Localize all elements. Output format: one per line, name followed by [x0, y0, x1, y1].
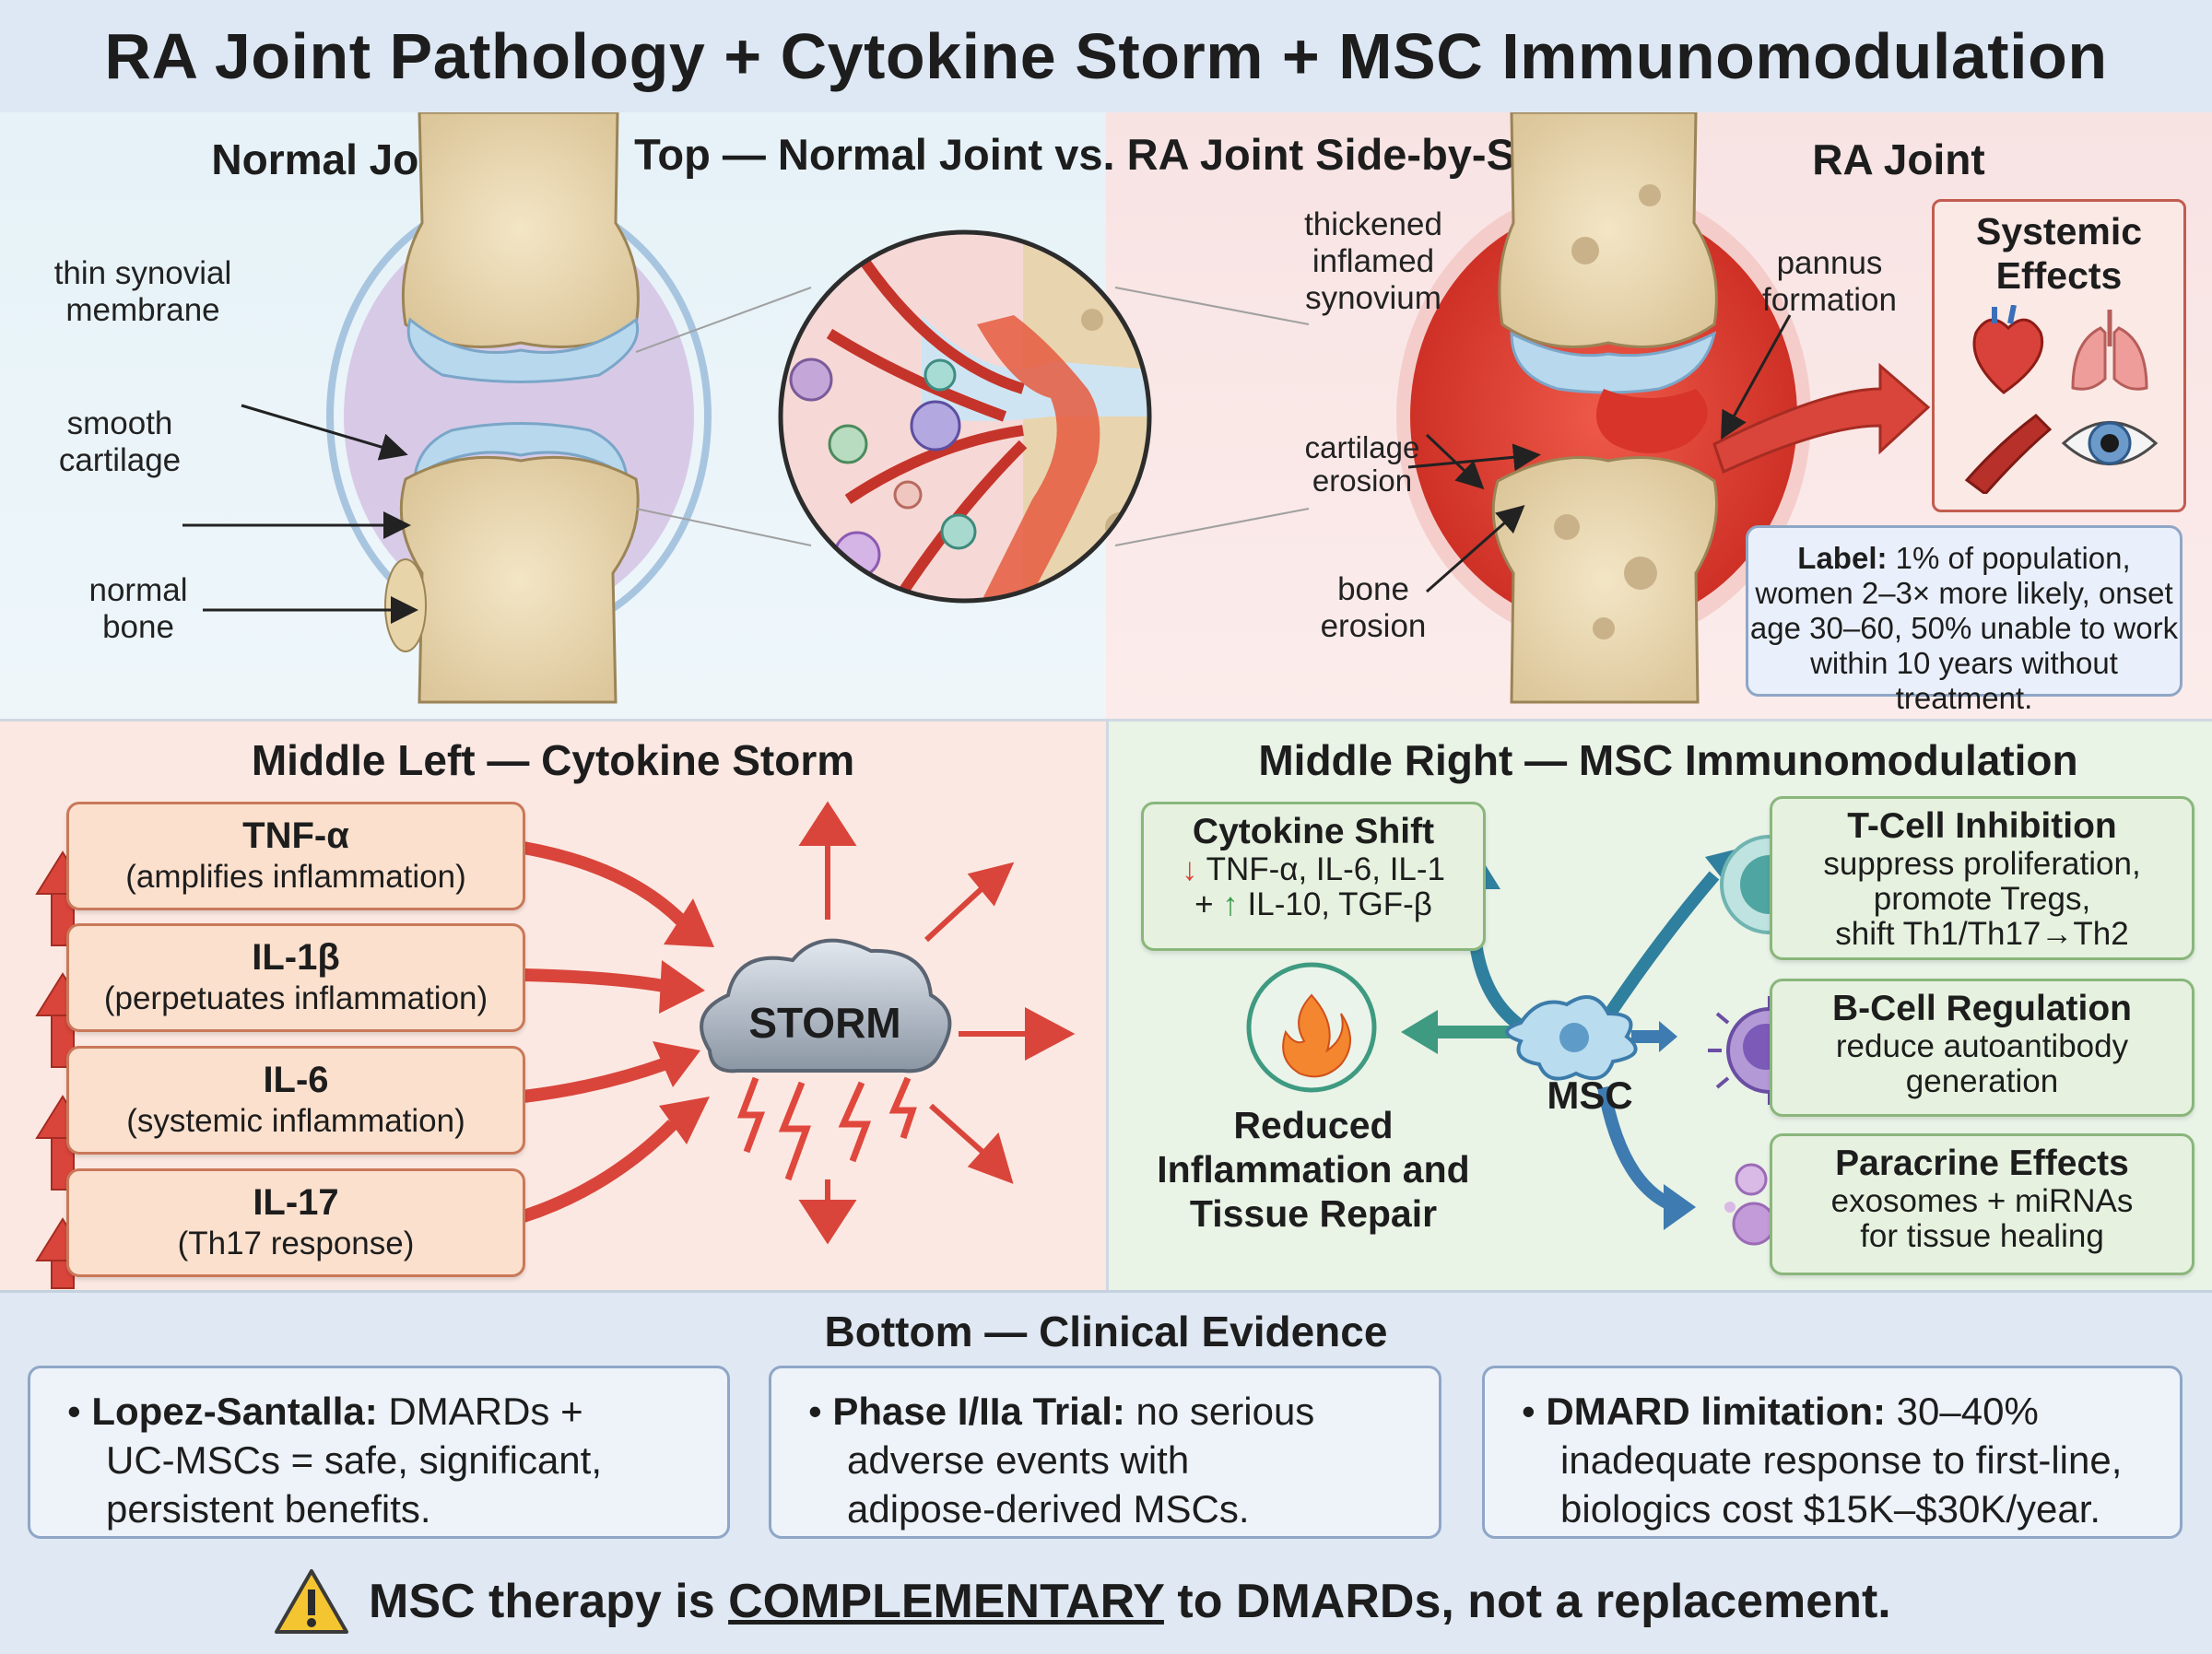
- warning-banner: MSC therapy is COMPLEMENTARY to DMARDs, …: [273, 1566, 1932, 1636]
- b-cell-title: B-Cell Regulation: [1831, 989, 2132, 1028]
- lungs-icon: [2071, 310, 2148, 391]
- converging-arrows: [521, 841, 687, 1223]
- b-cell-regulation-box: B-Cell Regulation reduce autoantibody ge…: [1770, 979, 2194, 1117]
- fire-icon: [1246, 962, 1377, 1093]
- evidence-card-lopez-santalla: • Lopez-Santalla: DMARDs + UC-MSCs = saf…: [28, 1366, 730, 1539]
- t-cell-inhibition-box: T-Cell Inhibition suppress proliferation…: [1770, 796, 2194, 960]
- msc-center-label: MSC: [1547, 1073, 1633, 1117]
- down-arrow-icon: ↓: [1181, 851, 1198, 887]
- evidence-card-phase-trial: • Phase I/IIa Trial: no serious adverse …: [769, 1366, 1441, 1539]
- cytokine-storm-heading: Middle Left — Cytokine Storm: [251, 736, 855, 784]
- cytokine-shift-up: IL-10, TGF-β: [1247, 886, 1432, 922]
- msc-cell-icon: [1505, 995, 1638, 1081]
- evidence-card-dmard-limitation: • DMARD limitation: 30–40% inadequate re…: [1482, 1366, 2183, 1539]
- warning-icon: [275, 1569, 348, 1634]
- ra-joint-drawing: [1396, 112, 1931, 704]
- eye-icon: [2061, 421, 2159, 465]
- radiating-arrows: [798, 801, 1076, 1245]
- prevalence-stat-box: Label: 1% of population, women 2–3× more…: [1746, 525, 2183, 715]
- t-cell-title: T-Cell Inhibition: [1847, 806, 2117, 846]
- heart-icon: [1972, 305, 2044, 394]
- cytokine-shift-box: Cytokine Shift ↓ TNF-α, IL-6, IL-1 + ↑ I…: [1141, 802, 1486, 951]
- cytokine-card-il-6: IL-6(systemic inflammation): [66, 1046, 525, 1155]
- warning-text: MSC therapy is COMPLEMENTARY to DMARDs, …: [369, 1575, 1891, 1628]
- cytokine-card-il-1beta: IL-1β(perpetuates inflammation): [66, 923, 525, 1032]
- stat-text: 1% of population, women 2–3× more likely…: [1749, 541, 2179, 715]
- clinical-evidence-heading: Bottom — Clinical Evidence: [824, 1308, 1388, 1355]
- up-arrow-icon: ↑: [1222, 886, 1239, 922]
- stat-label: Label:: [1797, 541, 1888, 575]
- cytokine-card-il-17: IL-17(Th17 response): [66, 1168, 525, 1277]
- normal-joint-drawing: [182, 112, 712, 704]
- cytokine-shift-title: Cytokine Shift: [1192, 812, 1435, 851]
- paracrine-effects-box: Paracrine Effects exosomes + miRNAs for …: [1770, 1133, 2194, 1275]
- top-heading: Top — Normal Joint vs. RA Joint Side-by-…: [634, 130, 1578, 179]
- storm-cloud-icon: [700, 938, 952, 1181]
- cytokine-card-tnf-alpha: TNF-α(amplifies inflammation): [66, 802, 525, 910]
- tissue-magnification: [781, 232, 1149, 601]
- paracrine-title: Paracrine Effects: [1835, 1144, 2129, 1183]
- complementary-emphasis: COMPLEMENTARY: [728, 1575, 1164, 1628]
- blood-vessel-icon: [1964, 414, 2053, 494]
- page-title: RA Joint Pathology + Cytokine Storm + MS…: [0, 0, 2212, 112]
- cytokine-shift-down: TNF-α, IL-6, IL-1: [1206, 851, 1446, 887]
- ra-joint-title: RA Joint: [1812, 135, 1985, 183]
- joint-illustrations: [182, 112, 1931, 704]
- storm-label: STORM: [748, 999, 901, 1047]
- msc-heading: Middle Right — MSC Immunomodulation: [1258, 736, 2078, 784]
